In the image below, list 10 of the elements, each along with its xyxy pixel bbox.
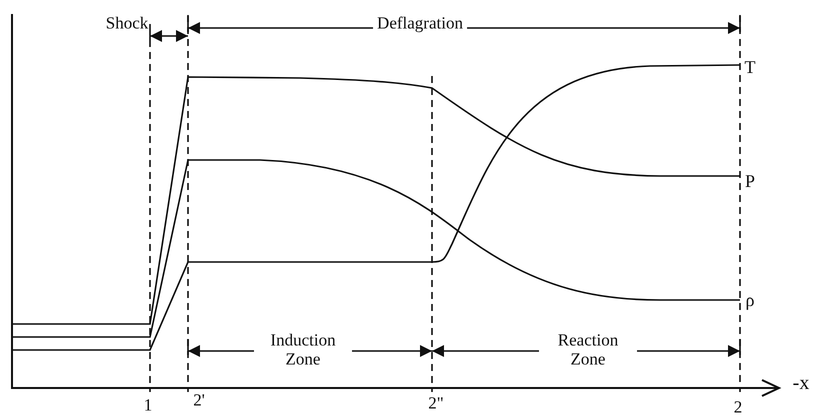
axis-label: -x (792, 372, 810, 394)
axis-label: P (745, 172, 755, 192)
axis-label: Shock (106, 14, 148, 34)
axis-label: 2' (193, 392, 205, 410)
axis-label: 1 (144, 396, 152, 416)
axis-label: ρ (746, 291, 754, 311)
axis-label: 2 (734, 398, 742, 417)
axis-label: T (744, 58, 756, 78)
axis-label: Deflagration (373, 14, 467, 34)
axis-label: 2" (428, 394, 444, 414)
